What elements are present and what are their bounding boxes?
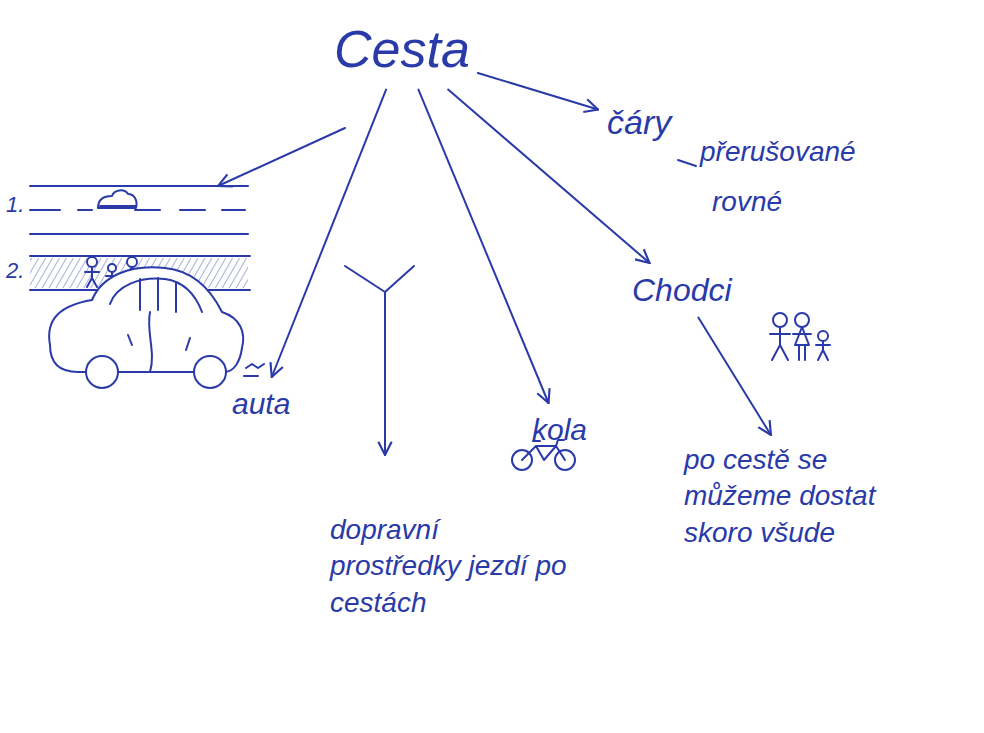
stick-people xyxy=(770,313,830,360)
mind-map-node: auta xyxy=(228,382,294,425)
small-car xyxy=(98,190,137,208)
mind-map-node: kola xyxy=(528,408,591,451)
node-text: Cesta xyxy=(334,16,470,84)
mind-map-node: po cestě se můžeme dostat skoro všude xyxy=(680,440,938,553)
annotation-text: přerušované xyxy=(700,136,856,168)
mind-map-node: dopravní prostředky jezdí po cestách xyxy=(326,510,574,623)
node-text: po cestě se můžeme dostat skoro všude xyxy=(684,442,934,551)
mind-map-node: čáry xyxy=(603,98,675,146)
dash-line xyxy=(678,160,696,166)
mind-map-node: Chodci xyxy=(628,268,736,314)
node-text: dopravní prostředky jezdí po cestách xyxy=(330,512,570,621)
annotation-text: 2. xyxy=(6,258,24,284)
car-drawing xyxy=(49,267,264,388)
merge-arrow xyxy=(345,266,414,455)
road-center-line xyxy=(30,209,245,211)
connector-arrow xyxy=(698,318,771,435)
mind-map-node: Cesta xyxy=(330,14,474,86)
pointer-arrow xyxy=(218,128,345,186)
road-edge xyxy=(30,185,248,187)
connector-arrow xyxy=(272,90,386,377)
node-text: čáry xyxy=(607,100,671,144)
node-text: Chodci xyxy=(632,270,732,312)
node-text: auta xyxy=(232,384,290,423)
node-text: kola xyxy=(532,410,587,449)
connector-arrow xyxy=(478,73,598,110)
annotation-text: rovné xyxy=(712,186,782,218)
connector-arrow xyxy=(418,90,548,403)
annotation-text: 1. xyxy=(6,192,24,218)
road-edge xyxy=(30,233,248,235)
